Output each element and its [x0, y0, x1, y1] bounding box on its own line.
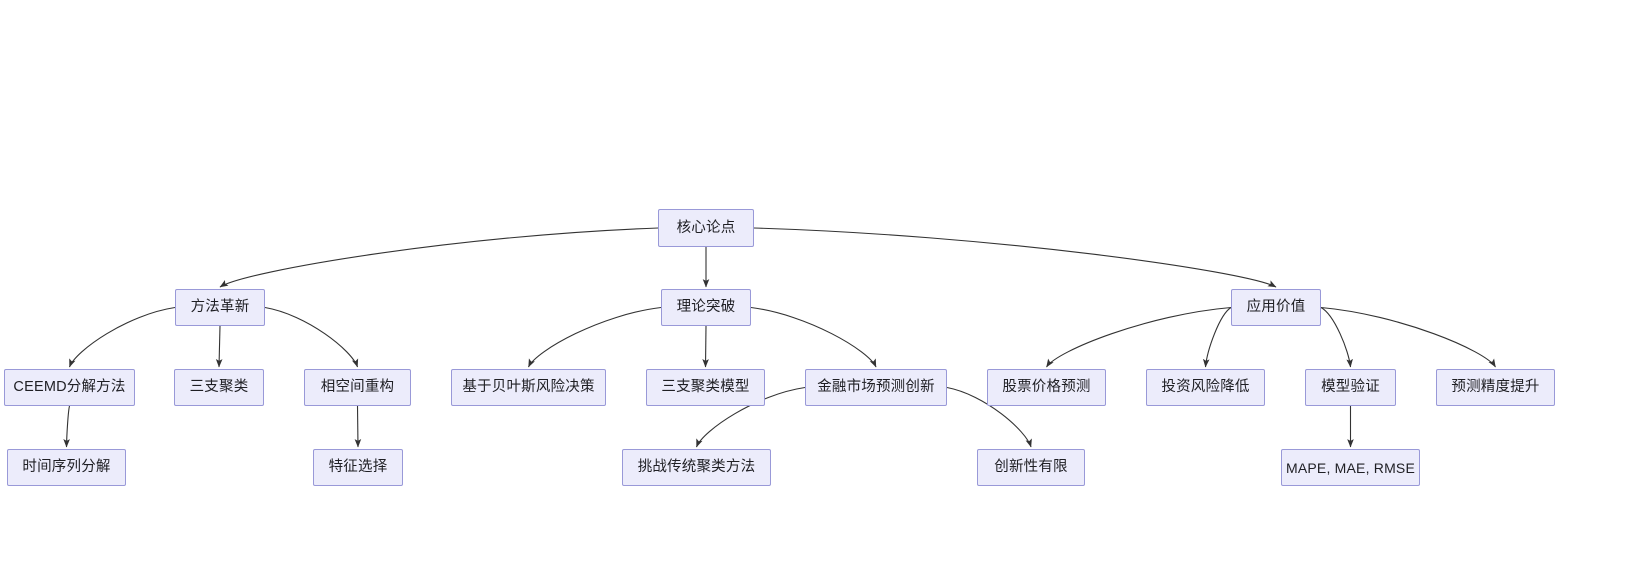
edge-theory-to-3wcmodel	[702, 325, 709, 368]
node-label: 核心论点	[676, 219, 736, 236]
edge-group	[63, 227, 1496, 448]
node-label: 时间序列分解	[22, 459, 111, 476]
node-label: 挑战传统聚类方法	[637, 459, 756, 476]
node-theory[interactable]: 理论突破	[661, 289, 751, 326]
node-limited[interactable]: 创新性有限	[977, 449, 1085, 486]
node-label: 应用价值	[1246, 299, 1306, 316]
node-label: 预测精度提升	[1451, 379, 1540, 396]
edge-apply-to-risk	[1202, 307, 1232, 368]
node-metrics[interactable]: MAPE, MAE, RMSE	[1281, 449, 1420, 486]
node-label: 理论突破	[676, 299, 736, 316]
node-bayes[interactable]: 基于贝叶斯风险决策	[451, 369, 606, 406]
node-challenge[interactable]: 挑战传统聚类方法	[622, 449, 771, 486]
node-finance[interactable]: 金融市场预测创新	[805, 369, 947, 406]
node-label: MAPE, MAE, RMSE	[1285, 459, 1416, 476]
node-accuracy[interactable]: 预测精度提升	[1436, 369, 1555, 406]
node-label: 特征选择	[328, 459, 388, 476]
node-risk[interactable]: 投资风险降低	[1146, 369, 1265, 406]
edge-ceemd-to-tsd	[63, 405, 71, 448]
node-label: 金融市场预测创新	[817, 379, 935, 396]
edge-method-to-ceemd	[68, 306, 176, 368]
node-label: 投资风险降低	[1161, 379, 1250, 396]
node-valid[interactable]: 模型验证	[1305, 369, 1396, 406]
node-3wc[interactable]: 三支聚类	[174, 369, 264, 406]
edge-core-to-apply	[753, 227, 1277, 288]
node-label: 创新性有限	[994, 459, 1068, 476]
node-label: 三支聚类模型	[661, 379, 750, 396]
edge-phase-to-featsel	[354, 405, 362, 448]
edge-apply-to-accuracy	[1320, 306, 1496, 368]
node-label: 股票价格预测	[1002, 379, 1091, 396]
node-label: CEEMD分解方法	[13, 379, 126, 396]
node-featsel[interactable]: 特征选择	[313, 449, 403, 486]
node-core[interactable]: 核心论点	[658, 209, 754, 247]
node-ceemd[interactable]: CEEMD分解方法	[4, 369, 135, 406]
edge-theory-to-finance	[750, 306, 877, 368]
edge-apply-to-stock	[1046, 306, 1232, 368]
edge-theory-to-bayes	[528, 306, 662, 368]
edge-method-to-3wc	[215, 325, 223, 368]
node-apply[interactable]: 应用价值	[1231, 289, 1321, 326]
node-label: 模型验证	[1321, 379, 1380, 396]
node-phase[interactable]: 相空间重构	[304, 369, 411, 406]
node-tsd[interactable]: 时间序列分解	[7, 449, 126, 486]
node-label: 方法革新	[190, 299, 250, 316]
edge-apply-to-valid	[1320, 307, 1353, 368]
edge-core-to-method	[219, 227, 659, 288]
node-label: 三支聚类	[189, 379, 249, 396]
node-label: 相空间重构	[320, 379, 395, 396]
node-stock[interactable]: 股票价格预测	[987, 369, 1106, 406]
node-3wcmodel[interactable]: 三支聚类模型	[646, 369, 765, 406]
node-label: 基于贝叶斯风险决策	[462, 379, 595, 396]
edge-method-to-phase	[264, 306, 359, 368]
node-method[interactable]: 方法革新	[175, 289, 265, 326]
